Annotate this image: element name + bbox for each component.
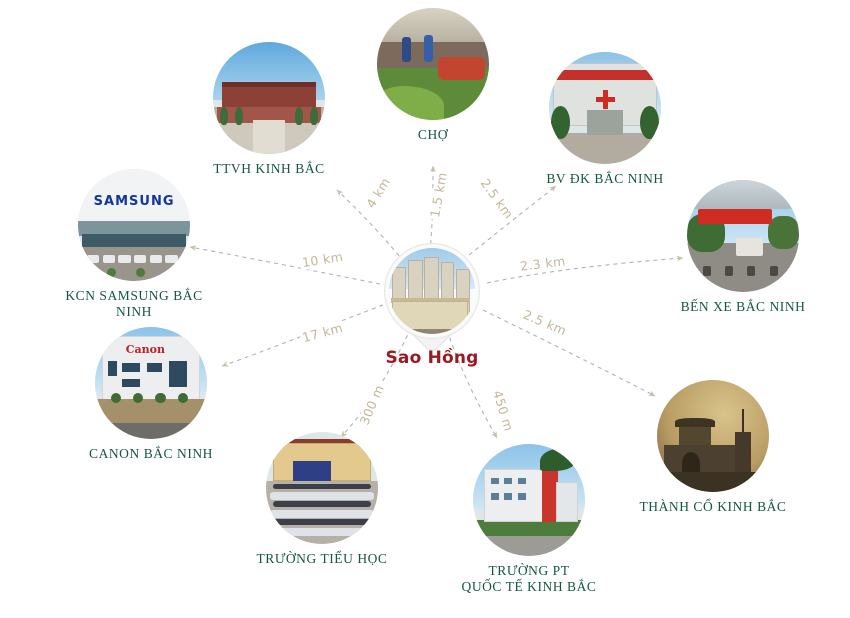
poi-ttvh-kinh-bac[interactable]: TTVH KINH BẮC: [194, 42, 344, 177]
distance-label-truongpt: 450 m: [489, 386, 517, 435]
distance-label-tieuhoc: 300 m: [356, 381, 388, 429]
poi-thumb-cho: [377, 8, 489, 120]
poi-thumb-thanh-co-kinh-bac: [657, 380, 769, 492]
poi-bv-dk-bac-ninh[interactable]: BV ĐK BẮC NINH: [530, 52, 680, 187]
center-marker[interactable]: Sao Hồng: [380, 243, 484, 368]
poi-label-truong-pt-quoc-te-kinh-bac: TRƯỜNG PT QUỐC TẾ KINH BẮC: [461, 563, 597, 595]
poi-label-canon-bac-ninh: CANON BẮC NINH: [89, 446, 213, 461]
poi-label-bv-dk-bac-ninh: BV ĐK BẮC NINH: [546, 171, 664, 186]
poi-canon-bac-ninh[interactable]: Canon CANON BẮC NINH: [76, 327, 226, 462]
poi-ben-xe-bac-ninh[interactable]: BẾN XE BẮC NINH: [668, 180, 818, 315]
distance-label-ttvh: 4 km: [362, 173, 395, 213]
center-title: Sao Hồng: [385, 348, 479, 368]
poi-thanh-co-kinh-bac[interactable]: THÀNH CỔ KINH BẮC: [638, 380, 788, 515]
poi-label-truong-tieu-hoc: TRƯỜNG TIỂU HỌC: [256, 551, 388, 566]
distance-label-bvdk: 2.5 km: [476, 174, 517, 224]
poi-thumb-truong-pt-quoc-te-kinh-bac: [473, 444, 585, 556]
poi-thumb-canon-bac-ninh: Canon: [95, 327, 207, 439]
distance-label-cho: 1.5 km: [427, 169, 450, 221]
poi-label-cho: CHỢ: [417, 127, 449, 142]
link-benxe: [486, 255, 684, 284]
poi-label-kcn-samsung-bac-ninh: KCN SAMSUNG BẮC NINH: [65, 288, 203, 320]
link-samsung: [189, 245, 381, 285]
poi-cho[interactable]: CHỢ: [358, 8, 508, 143]
poi-truong-pt-quoc-te-kinh-bac[interactable]: TRƯỜNG PT QUỐC TẾ KINH BẮC: [454, 444, 604, 596]
poi-thumb-ttvh-kinh-bac: [213, 42, 325, 154]
poi-kcn-samsung-bac-ninh[interactable]: SAMSUNG KCN SAMSUNG BẮC NINH: [59, 169, 209, 321]
poi-thumb-bv-dk-bac-ninh: [549, 52, 661, 164]
poi-thumb-truong-tieu-hoc: [266, 432, 378, 544]
canon-logo-text: Canon: [125, 342, 165, 356]
poi-thumb-kcn-samsung-bac-ninh: SAMSUNG: [78, 169, 190, 281]
poi-thumb-ben-xe-bac-ninh: [687, 180, 799, 292]
map-pin-icon: [384, 243, 480, 355]
distance-label-benxe: 2.3 km: [517, 253, 569, 274]
poi-label-ttvh-kinh-bac: TTVH KINH BẮC: [213, 161, 325, 176]
link-thanhco: [482, 309, 656, 397]
poi-label-thanh-co-kinh-bac: THÀNH CỔ KINH BẮC: [639, 499, 787, 514]
poi-label-ben-xe-bac-ninh: BẾN XE BẮC NINH: [680, 299, 806, 314]
center-thumb-sao-hong: [389, 248, 475, 334]
distance-label-thanhco: 2.5 km: [519, 306, 571, 339]
distance-label-samsung: 10 km: [299, 248, 347, 271]
distance-label-canon: 17 km: [298, 319, 347, 346]
samsung-logo-text: SAMSUNG: [93, 193, 175, 209]
poi-truong-tieu-hoc[interactable]: TRƯỜNG TIỂU HỌC: [247, 432, 397, 567]
